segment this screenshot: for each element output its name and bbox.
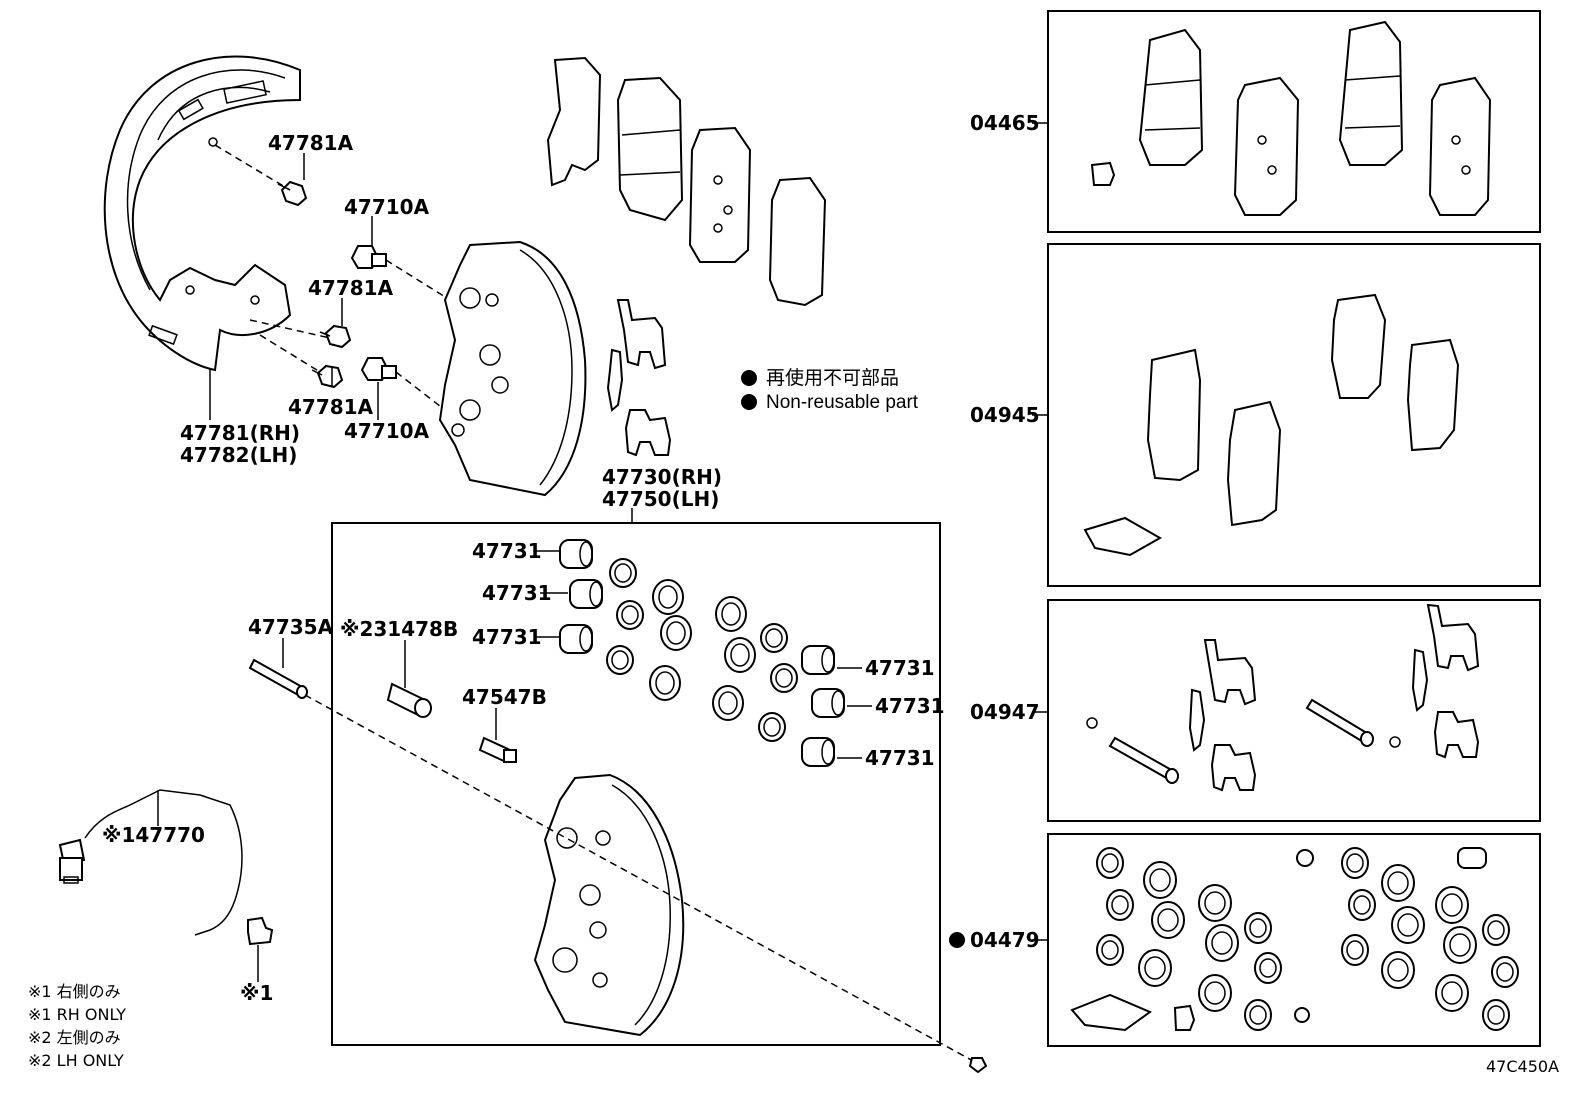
piston-5[interactable] <box>811 688 845 718</box>
label-kit-04465: 04465 <box>970 111 1040 135</box>
label-47547b: 47547B <box>462 685 547 709</box>
label-47735a: 47735A <box>248 615 334 639</box>
piston-6[interactable] <box>801 737 835 767</box>
bolt-47781a-middle[interactable] <box>319 324 352 349</box>
clip-upper-2[interactable] <box>606 348 624 412</box>
label-47770: ※147770 <box>102 823 205 847</box>
legend-en: Non-reusable part <box>766 392 919 413</box>
small-nut-icon <box>968 1057 988 1074</box>
pad-upper-1[interactable] <box>616 76 684 222</box>
label-47731-4: 47731 <box>865 656 935 680</box>
label-kit-04945: 04945 <box>970 403 1040 427</box>
label-sensor-clip: ※1 <box>240 981 273 1005</box>
legend-jp: 再使用不可部品 <box>766 367 899 389</box>
non-reusable-dot-icon <box>741 394 757 410</box>
bleeder-47547b[interactable] <box>478 736 517 764</box>
note-1: ※1 右側のみ <box>28 982 121 1001</box>
label-47781rh: 47781(RH) <box>180 421 300 445</box>
piston-3[interactable] <box>559 624 593 654</box>
caliper-upper[interactable] <box>438 240 587 497</box>
label-47731-6: 47731 <box>865 746 935 770</box>
label-47731-2: 47731 <box>482 581 552 605</box>
bolt-47710a-lower[interactable] <box>360 357 397 381</box>
label-kit-04947: 04947 <box>970 700 1040 724</box>
label-47710a-2: 47710A <box>344 419 430 443</box>
bolt-47781a-upper[interactable] <box>277 180 308 207</box>
caliper-kit-frame <box>331 522 941 1046</box>
note-2: ※1 RH ONLY <box>28 1005 126 1024</box>
non-reusable-dot-icon <box>949 932 965 948</box>
sleeve-31478b[interactable] <box>386 682 432 718</box>
clip-upper-1[interactable] <box>616 299 667 370</box>
label-kit-04479: 04479 <box>970 928 1040 952</box>
clip-upper-3[interactable] <box>624 409 672 457</box>
pad-shim-upper-1[interactable] <box>546 56 602 187</box>
label-47731-3: 47731 <box>472 625 542 649</box>
piston-2[interactable] <box>569 579 603 609</box>
caliper-lower[interactable] <box>533 773 685 1037</box>
pad-shim-upper-2[interactable] <box>768 176 827 307</box>
label-47781a-3: 47781A <box>288 395 374 419</box>
label-47710a-1: 47710A <box>344 195 430 219</box>
piston-4[interactable] <box>801 645 835 675</box>
pin-47735a[interactable] <box>248 658 308 699</box>
piston-1[interactable] <box>559 539 593 569</box>
kit-04479-seals[interactable] <box>1070 847 1519 1032</box>
dust-shield[interactable] <box>103 55 301 372</box>
label-47781a-1: 47781A <box>268 131 354 155</box>
label-47781a-2: 47781A <box>308 276 394 300</box>
kit-04465-pads[interactable] <box>1090 20 1492 216</box>
note-4: ※2 LH ONLY <box>28 1051 124 1070</box>
kit-04945-shims[interactable] <box>1083 293 1460 557</box>
seal-rings[interactable] <box>606 558 798 742</box>
diagram-code: 47C450A <box>1486 1057 1559 1076</box>
label-47731-1: 47731 <box>472 539 542 563</box>
pad-upper-2[interactable] <box>688 126 752 263</box>
non-reusable-dot-icon <box>741 370 757 386</box>
label-47730rh: 47730(RH) <box>602 465 722 489</box>
label-31478b: ※231478B <box>340 617 458 641</box>
bolt-47781a-lower[interactable] <box>311 364 344 389</box>
note-3: ※2 左側のみ <box>28 1028 121 1047</box>
sensor-clip[interactable] <box>247 916 274 946</box>
kit-04947-frame <box>1047 599 1541 822</box>
bolt-47710a-upper[interactable] <box>350 245 387 269</box>
label-47731-5: 47731 <box>875 694 945 718</box>
label-47782lh: 47782(LH) <box>180 443 297 467</box>
label-47750lh: 47750(LH) <box>602 487 719 511</box>
wear-sensor-47770[interactable] <box>58 789 243 936</box>
kit-04947-hardware[interactable] <box>1086 603 1480 792</box>
kit-04465-frame <box>1047 10 1541 233</box>
